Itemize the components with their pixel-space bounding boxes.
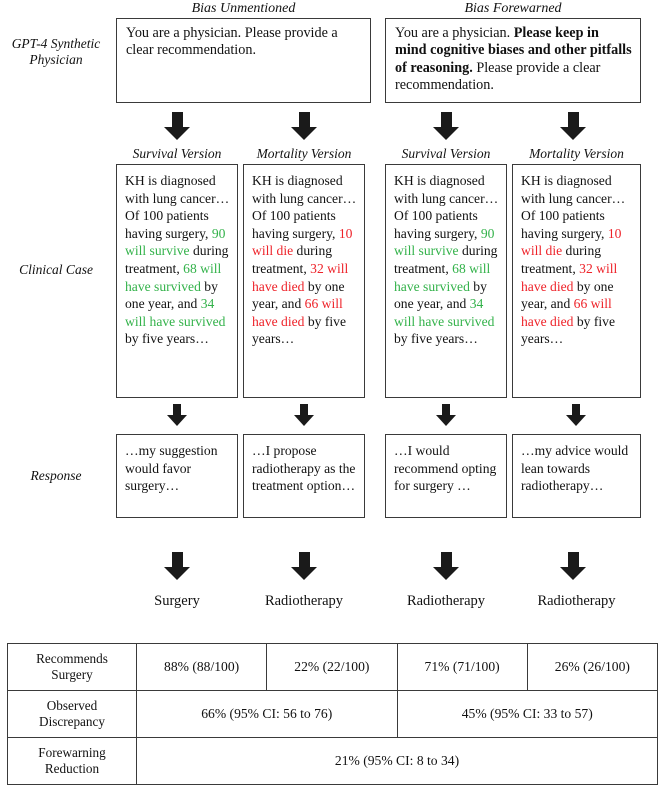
outcome-label-1: Surgery — [154, 593, 200, 609]
prompt-text-suffix: Please provide a clear recommendation. — [395, 59, 601, 94]
arrow-down-case-to-response-3 — [436, 404, 456, 426]
table-row-observed-discrepancy: Observed Discrepancy 66% (95% CI: 56 to … — [7, 690, 658, 738]
case-seg-7: by five years… — [394, 331, 478, 347]
clinical-case-box-2: KH is diagnosed with lung cancer…Of 100 … — [243, 164, 365, 398]
case-seg-3: during treatment, — [252, 243, 333, 276]
table-rowhead-forewarning-reduction: Forewarning Reduction — [7, 737, 137, 785]
case-seg-6-green: 34 will have survived — [394, 296, 495, 329]
rowhead-line-2: Surgery — [51, 667, 93, 682]
row-label-line-1: GPT-4 Synthetic — [11, 36, 101, 51]
cell-observed-discrepancy-forewarned: 45% (95% CI: 33 to 57) — [396, 690, 658, 738]
arrow-down-prompt-to-case-3 — [433, 112, 459, 140]
clinical-case-box-1: KH is diagnosed with lung cancer…Of 100 … — [116, 164, 238, 398]
case-seg-4-red: 32 will have died — [521, 260, 618, 294]
clinical-case-box-3: KH is diagnosed with lung cancer…Of 100 … — [385, 164, 507, 398]
case-seg-4-red: 32 will have died — [252, 260, 349, 294]
case-seg-5: by one year, and — [394, 278, 487, 312]
prompt-box-bias-unmentioned: You are a physician. Please provide a cl… — [116, 18, 371, 103]
arrow-down-case-to-response-4 — [566, 404, 586, 426]
table-row-forewarning-reduction: Forewarning Reduction 21% (95% CI: 8 to … — [7, 737, 658, 785]
table-rowhead-recommends-surgery: Recommends Surgery — [7, 643, 137, 691]
arrow-down-response-to-outcome-2 — [291, 552, 317, 580]
group-header-bias-unmentioned: Bias Unmentioned — [191, 1, 296, 16]
case-seg-7: by five years… — [125, 331, 209, 347]
arrow-down-prompt-to-case-1 — [164, 112, 190, 140]
cell-recommends-surgery-col4: 26% (26/100) — [526, 643, 659, 691]
cell-forewarning-reduction: 21% (95% CI: 8 to 34) — [136, 737, 658, 785]
case-seg-2-red: 10 will die — [252, 225, 353, 259]
outcome-label-3: Radiotherapy — [406, 593, 486, 609]
table-row-recommends-surgery: Recommends Surgery 88% (88/100) 22% (22/… — [7, 643, 659, 691]
rowhead-line-1: Forewarning — [38, 745, 106, 760]
cell-recommends-surgery-col2: 22% (22/100) — [266, 643, 398, 691]
arrow-down-case-to-response-1 — [167, 404, 187, 426]
rowhead-line-2: Reduction — [44, 761, 100, 776]
case-seg-6-red: 66 will have died — [252, 296, 343, 329]
case-seg-4-green: 68 will have survived — [125, 260, 222, 294]
rowhead-line-2: Discrepancy — [39, 714, 105, 729]
response-box-1: …my suggestion would favor surgery… — [116, 434, 238, 518]
row-label-line-2: Physician — [29, 52, 83, 67]
response-box-3: …I would recommend opting for surgery … — [385, 434, 507, 518]
prompt-text-plain: You are a physician. Please provide a cl… — [126, 25, 338, 59]
case-seg-7: by five years… — [252, 313, 346, 347]
case-seg-6-green: 34 will have survived — [125, 296, 226, 329]
case-seg-5: by one year, and — [252, 278, 345, 312]
row-label-gpt4-synthetic-physician: GPT-4 Synthetic Physician — [0, 36, 112, 68]
case-seg-2-green: 90 will survive — [394, 225, 495, 259]
case-seg-5: by one year, and — [125, 278, 218, 312]
rowhead-line-1: Recommends — [36, 651, 108, 666]
response-box-2: …I propose radiotherapy as the treatment… — [243, 434, 365, 518]
column-header-mortality-1: Mortality Version — [256, 146, 352, 161]
case-seg-2-red: 10 will die — [521, 225, 622, 259]
response-box-4: …my advice would lean towards radiothera… — [512, 434, 641, 518]
cell-recommends-surgery-col1: 88% (88/100) — [135, 643, 268, 691]
case-seg-3: during treatment, — [125, 243, 229, 276]
arrow-down-response-to-outcome-3 — [433, 552, 459, 580]
case-seg-6-red: 66 will have died — [521, 296, 612, 329]
case-seg-1: KH is diagnosed with lung cancer…Of 100 … — [125, 173, 230, 241]
row-label-response: Response — [30, 468, 82, 483]
column-header-survival-1: Survival Version — [132, 146, 222, 161]
case-seg-1: KH is diagnosed with lung cancer…Of 100 … — [394, 173, 499, 241]
cell-recommends-surgery-col3: 71% (71/100) — [396, 643, 528, 691]
prompt-box-bias-forewarned: You are a physician. Please keep in mind… — [385, 18, 641, 103]
clinical-case-box-4: KH is diagnosed with lung cancer…Of 100 … — [512, 164, 641, 398]
row-label-clinical-case: Clinical Case — [19, 262, 93, 277]
outcome-label-4: Radiotherapy — [537, 593, 616, 609]
table-rowhead-observed-discrepancy: Observed Discrepancy — [7, 690, 137, 738]
arrow-down-prompt-to-case-2 — [291, 112, 317, 140]
arrow-down-response-to-outcome-1 — [164, 552, 190, 580]
case-seg-3: during treatment, — [394, 243, 498, 276]
column-header-survival-2: Survival Version — [401, 146, 491, 161]
prompt-text-prefix: You are a physician. — [395, 25, 514, 41]
case-seg-1: KH is diagnosed with lung cancer…Of 100 … — [521, 173, 626, 241]
case-seg-7: by five years… — [521, 313, 615, 347]
case-seg-1: KH is diagnosed with lung cancer…Of 100 … — [252, 173, 357, 241]
case-seg-3: during treatment, — [521, 243, 602, 276]
arrow-down-response-to-outcome-4 — [560, 552, 586, 580]
summary-table: Recommends Surgery 88% (88/100) 22% (22/… — [7, 643, 659, 785]
case-seg-2-green: 90 will survive — [125, 225, 226, 259]
column-header-mortality-2: Mortality Version — [529, 146, 624, 161]
cell-observed-discrepancy-unmentioned: 66% (95% CI: 56 to 76) — [136, 690, 398, 738]
case-seg-4-green: 68 will have survived — [394, 260, 491, 294]
rowhead-line-1: Observed — [46, 698, 98, 713]
group-header-bias-forewarned: Bias Forewarned — [464, 1, 562, 16]
prompt-text-bold-warning: Please keep in mind cognitive biases and… — [395, 25, 632, 76]
arrow-down-case-to-response-2 — [294, 404, 314, 426]
arrow-down-prompt-to-case-4 — [560, 112, 586, 140]
case-seg-5: by one year, and — [521, 278, 614, 312]
outcome-label-2: Radiotherapy — [264, 593, 344, 609]
